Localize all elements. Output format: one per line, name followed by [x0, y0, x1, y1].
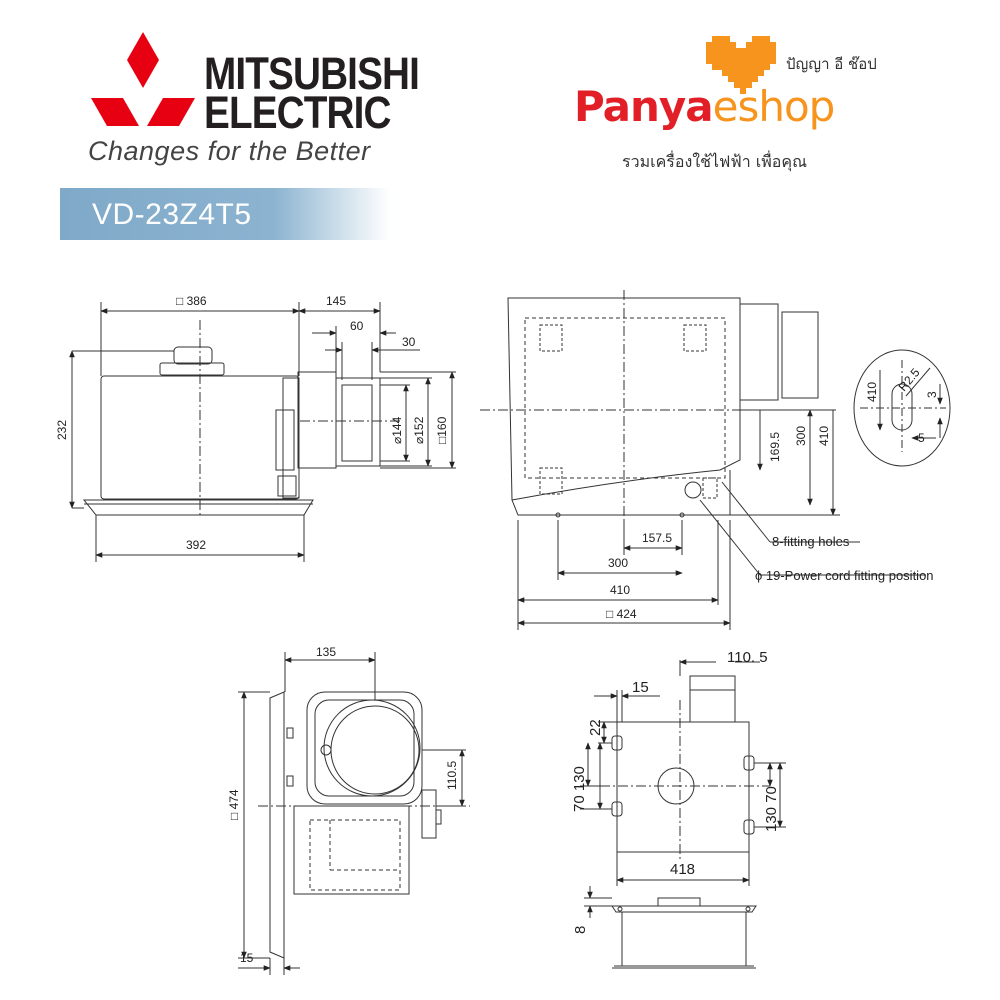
- shop-thai-name: ปัญญา อี ช๊อป: [786, 55, 877, 73]
- top-view: [580, 659, 786, 886]
- brand-name: MITSUBISHI ELECTRIC: [204, 48, 420, 138]
- dim-top-70-130: 70 130: [571, 766, 588, 812]
- dim-side-30: 30: [402, 335, 416, 349]
- heart-icon: [706, 36, 776, 94]
- dim-detail-5: 5: [918, 431, 925, 445]
- dim-detail-410: 410: [865, 382, 879, 402]
- dim-side-144: ⌀144: [390, 416, 404, 444]
- brand-tagline: Changes for the Better: [88, 136, 371, 166]
- dim-top-130-70: 130 70: [763, 786, 780, 832]
- dim-side-145: 145: [326, 294, 346, 308]
- end-view: [238, 652, 470, 975]
- dim-front-169-5: 169.5: [768, 432, 782, 462]
- dim-side-392: 392: [186, 538, 206, 552]
- mitsubishi-logo-icon: [91, 32, 195, 126]
- callout-fitting-holes: 8-fitting holes: [772, 534, 850, 549]
- shop-name-part2: eshop: [712, 82, 836, 131]
- shop-slogan: รวมเครื่องใช้ไฟฟ้า เพื่อคุณ: [622, 152, 807, 171]
- dim-end-135: 135: [316, 645, 336, 659]
- dim-front-410-h: 410: [610, 583, 630, 597]
- brand-name-line2: ELECTRIC: [204, 87, 391, 138]
- dim-top-15: 15: [632, 679, 649, 696]
- shop-logo-text: Panyaeshop: [574, 82, 836, 131]
- dim-end-15: 15: [240, 951, 254, 965]
- side-view: [69, 302, 456, 562]
- model-number: VD-23Z4T5: [92, 198, 252, 231]
- brand-name-line1: MITSUBISHI: [204, 48, 420, 99]
- dim-end-110-5: 110.5: [445, 761, 459, 790]
- slot-detail: [853, 349, 951, 467]
- dim-bottom-8: 8: [572, 926, 589, 934]
- dim-front-300-h: 300: [608, 556, 628, 570]
- dim-side-60: 60: [350, 319, 364, 333]
- dim-side-386: □ 386: [176, 294, 207, 308]
- dim-side-232: 232: [55, 420, 69, 440]
- front-view: [480, 290, 926, 630]
- dim-detail-r2-5: R2.5: [896, 365, 923, 394]
- dim-top-418: 418: [670, 861, 695, 878]
- shop-name-part1: Panya: [574, 82, 714, 131]
- dim-top-110-5: 110. 5: [727, 649, 768, 666]
- dim-front-157-5: 157.5: [642, 531, 672, 545]
- dim-detail-3: 3: [925, 391, 939, 398]
- dim-top-22: 22: [587, 719, 604, 736]
- model-banner: [60, 188, 390, 240]
- callout-power-cord: ϕ 19-Power cord fitting position: [755, 568, 934, 583]
- dim-front-300-v: 300: [794, 426, 808, 446]
- dim-side-152: ⌀152: [412, 416, 426, 444]
- dim-end-474: □ 474: [227, 789, 241, 820]
- dim-front-424: □ 424: [606, 607, 637, 621]
- bottom-side-view: [584, 886, 757, 969]
- dim-side-160: □160: [435, 416, 449, 444]
- dim-front-410-v: 410: [817, 426, 831, 446]
